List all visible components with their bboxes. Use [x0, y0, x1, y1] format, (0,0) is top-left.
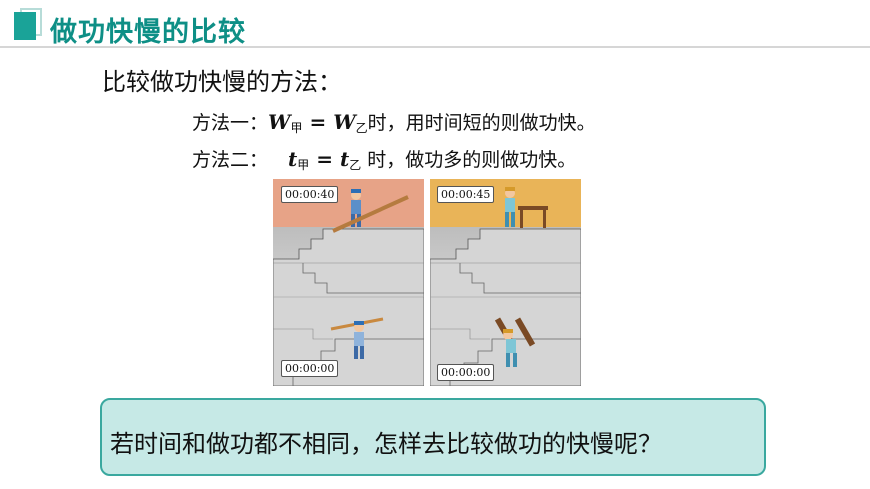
timer-top-left: 00:00:40: [281, 186, 339, 203]
title-marker-icon: [14, 8, 42, 40]
method-two-var2: t: [339, 147, 350, 171]
method-two-sub2: 乙: [349, 158, 362, 172]
question-box: 若时间和做功都不相同，怎样去比较做功的快慢呢？: [100, 398, 766, 476]
method-two-eq: =: [309, 147, 340, 171]
worker-top-left: [332, 189, 409, 233]
method-two-sub1: 甲: [297, 158, 310, 172]
section-heading: 比较做功快慢的方法：: [102, 68, 342, 96]
method-two-var1: t: [288, 147, 298, 171]
worker-bottom-left: [330, 317, 384, 359]
scene-illustration-left: 00:00:40 00:00:00: [273, 179, 424, 386]
timer-bottom-right: 00:00:00: [437, 364, 495, 381]
method-two-prefix: 方法二：: [192, 149, 269, 171]
method-one: 方法一：W甲 = W乙时，用时间短的则做功快。: [192, 108, 596, 135]
method-two: 方法二：t甲 = t乙 时，做功多的则做功快。: [192, 145, 576, 172]
method-one-sub1: 甲: [290, 121, 303, 135]
method-one-prefix: 方法一：: [192, 112, 269, 134]
worker-top-right: [505, 187, 548, 228]
stairs-illustration-left: [273, 179, 424, 386]
method-one-var1: W: [268, 110, 291, 134]
method-one-eq: =: [302, 110, 334, 134]
method-one-sub2: 乙: [355, 121, 368, 135]
method-two-suffix: 时，做功多的则做功快。: [361, 149, 577, 171]
title-divider: [0, 46, 870, 48]
worker-bottom-right: [494, 317, 536, 367]
method-one-var2: W: [333, 110, 356, 134]
title-bar: 做功快慢的比较: [0, 8, 870, 48]
question-text: 若时间和做功都不相同，怎样去比较做功的快慢呢？: [110, 430, 662, 458]
scene-illustration-right: 00:00:45 00:00:00: [430, 179, 581, 386]
method-one-suffix: 时，用时间短的则做功快。: [367, 112, 596, 134]
page-title: 做功快慢的比较: [50, 17, 246, 48]
timer-bottom-left: 00:00:00: [281, 360, 339, 377]
stairs-illustration-right: [430, 179, 581, 386]
timer-top-right: 00:00:45: [437, 186, 495, 203]
